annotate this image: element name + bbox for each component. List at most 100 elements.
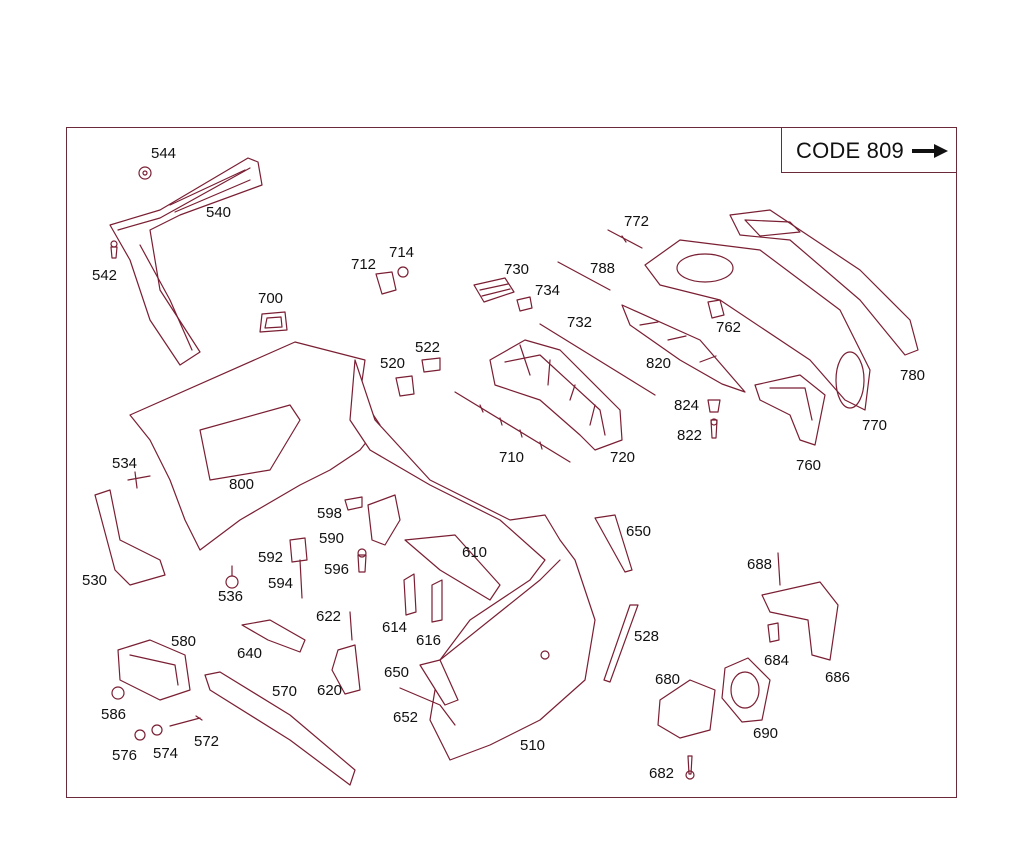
part-number-label: 720: [610, 449, 636, 466]
bracket-760-shape: [754, 374, 826, 446]
cable-732-shape: [539, 323, 656, 396]
panel-800-shape: [129, 341, 381, 551]
part-number-label: 622: [316, 608, 342, 625]
part-number-label: 544: [151, 145, 177, 162]
nut-536-shape: [225, 565, 239, 589]
clip-712-shape: [375, 271, 397, 295]
part-number-label: 684: [764, 652, 790, 669]
washer-574-shape: [151, 724, 163, 736]
part-number-label: 800: [229, 476, 255, 493]
part-number-label: 760: [796, 457, 822, 474]
bracket-614-shape: [403, 573, 417, 616]
part-number-label: 510: [520, 737, 546, 754]
diffuser-770-shape: [644, 239, 871, 411]
part-number-label: 822: [677, 427, 703, 444]
nut-824-shape: [707, 399, 721, 413]
part-number-label: 598: [317, 505, 343, 522]
part-number-label: 522: [415, 339, 441, 356]
part-number-label: 820: [646, 355, 672, 372]
part-number-label: 520: [380, 355, 406, 372]
rod-788-shape: [557, 261, 611, 291]
part-number-label: 620: [317, 682, 343, 699]
bracket-640-shape: [241, 619, 306, 653]
part-number-label: 650: [384, 664, 410, 681]
part-number-label: 730: [504, 261, 530, 278]
part-number-label: 772: [624, 213, 650, 230]
screw-682-shape: [685, 755, 695, 780]
part-number-label: 700: [258, 290, 284, 307]
spoiler-780-shape: [729, 209, 919, 356]
part-number-label: 712: [351, 256, 377, 273]
ring-714-shape: [397, 266, 409, 278]
nut-544-shape: [138, 166, 152, 180]
bolt-572-shape: [169, 715, 203, 727]
part-number-label: 530: [82, 572, 108, 589]
part-number-label: 732: [567, 314, 593, 331]
part-number-label: 616: [416, 632, 442, 649]
screw-542-shape: [110, 240, 118, 259]
code-label: CODE 809: [796, 138, 904, 163]
bracket-540-shape: [109, 157, 263, 366]
carrier-720-shape: [489, 339, 623, 451]
bracket-580-shape: [117, 639, 191, 701]
bracket-686-shape: [761, 581, 839, 661]
grille-650-left-shape: [419, 659, 459, 706]
bumper-510-shape: [349, 359, 596, 761]
part-number-label: 650: [626, 523, 652, 540]
strip-528-shape: [603, 604, 639, 683]
bracket-590-shape: [367, 494, 401, 546]
part-number-label: 574: [153, 745, 179, 762]
connector-730-shape: [473, 277, 515, 303]
part-number-label: 682: [649, 765, 675, 782]
part-number-label: 780: [900, 367, 926, 384]
part-number-label: 640: [237, 645, 263, 662]
part-number-label: 534: [112, 455, 138, 472]
part-number-label: 762: [716, 319, 742, 336]
part-number-label: 680: [655, 671, 681, 688]
part-number-label: 596: [324, 561, 350, 578]
part-number-label: 688: [747, 556, 773, 573]
nut-586-shape: [111, 686, 125, 700]
part-number-label: 824: [674, 397, 700, 414]
fastener-596-shape: [357, 548, 367, 573]
clip-598-shape: [344, 496, 363, 511]
part-number-label: 770: [862, 417, 888, 434]
part-number-label: 542: [92, 267, 118, 284]
part-number-label: 536: [218, 588, 244, 605]
part-number-label: 576: [112, 747, 138, 764]
clip-522-shape: [421, 357, 441, 373]
trim-570-shape: [204, 671, 356, 786]
housing-680-shape: [657, 679, 716, 739]
pin-772-shape: [607, 229, 643, 249]
part-number-label: 652: [393, 709, 419, 726]
bolt-688-shape: [777, 552, 781, 586]
cover-610-shape: [404, 534, 501, 601]
part-number-label: 594: [268, 575, 294, 592]
part-number-label: 590: [319, 530, 345, 547]
bolt-594-shape: [299, 559, 303, 599]
bracket-520-shape: [395, 375, 415, 397]
part-number-label: 714: [389, 244, 415, 261]
grille-650-right-shape: [594, 514, 633, 573]
part-number-label: 710: [499, 449, 525, 466]
part-number-label: 586: [101, 706, 127, 723]
clip-592-shape: [289, 537, 308, 563]
part-number-label: 572: [194, 733, 220, 750]
clip-762-shape: [707, 299, 725, 319]
part-number-label: 592: [258, 549, 284, 566]
gasket-690-shape: [721, 657, 771, 723]
panel-820-shape: [621, 304, 746, 393]
strip-652-shape: [399, 687, 456, 726]
code-box: CODE 809: [781, 127, 957, 173]
screw-822-shape: [710, 418, 718, 439]
bracket-616-shape: [431, 579, 443, 623]
strip-710-shape: [454, 391, 571, 463]
part-number-label: 570: [272, 683, 298, 700]
bracket-620-shape: [331, 644, 361, 695]
part-number-label: 614: [382, 619, 408, 636]
washer-576-shape: [134, 729, 146, 741]
right-arrow-icon: [912, 144, 948, 158]
pin-622-shape: [349, 611, 353, 641]
part-number-label: 540: [206, 204, 232, 221]
